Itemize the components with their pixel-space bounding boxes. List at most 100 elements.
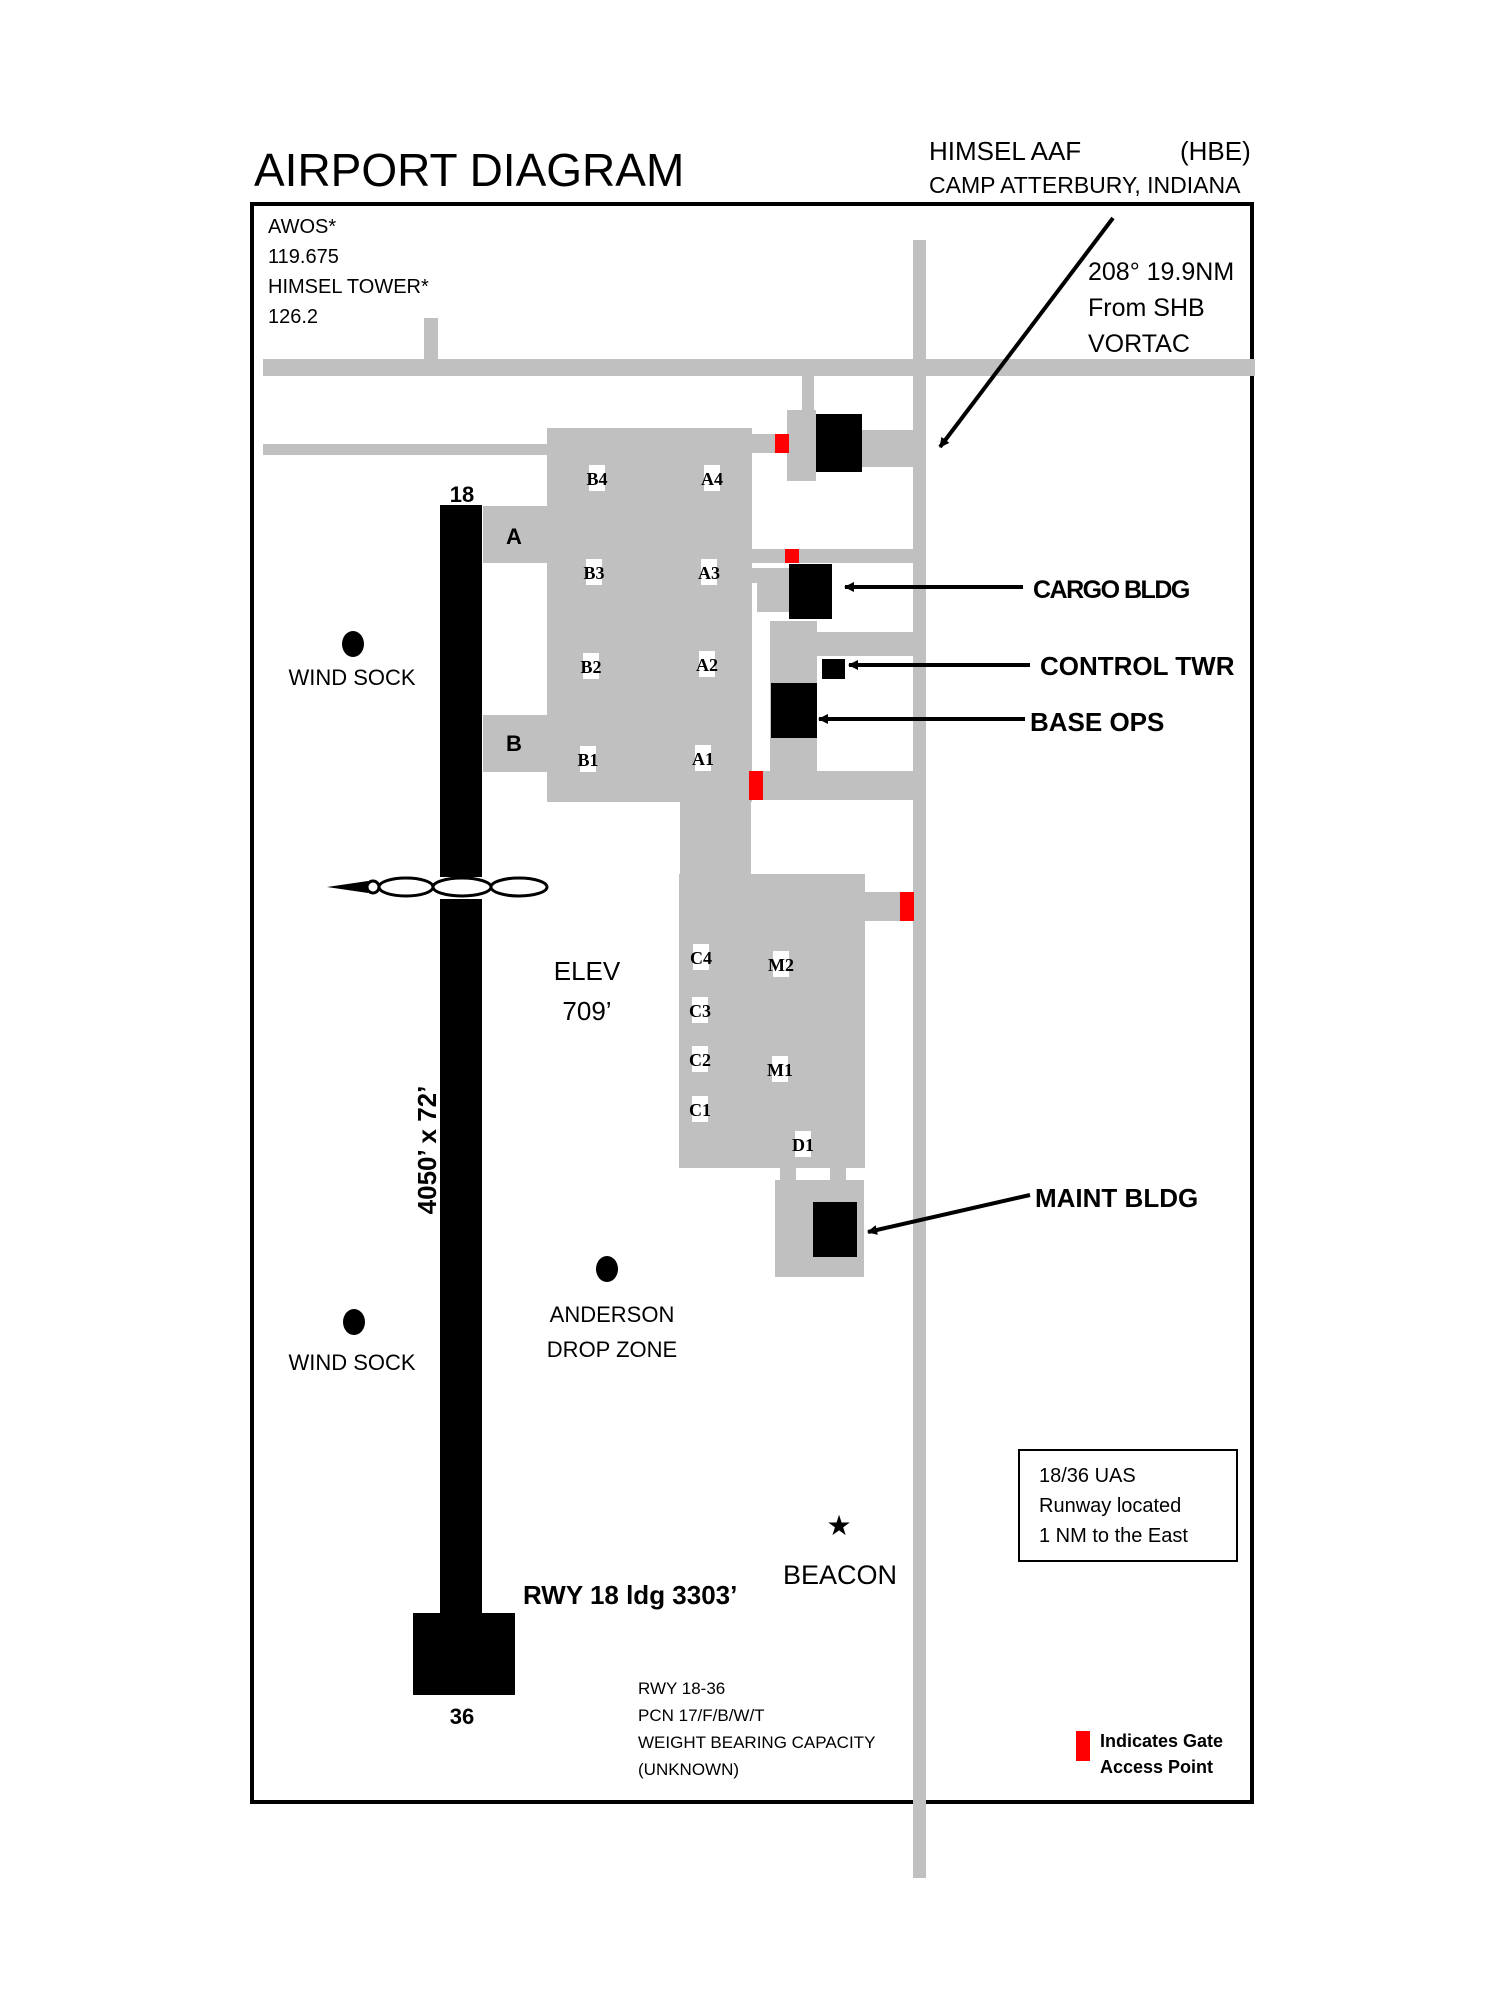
elevation-value: 709’	[562, 996, 611, 1026]
windsock-icon	[342, 631, 364, 657]
beacon-label: BEACON	[783, 1560, 897, 1590]
tower-label: HIMSEL TOWER*	[268, 276, 429, 298]
taxiway-a-label: A	[506, 524, 522, 549]
runway-18-label: 18	[450, 482, 474, 507]
pavement	[263, 240, 1255, 1878]
maint-connector-1	[780, 1168, 796, 1180]
uas-note-line: 1 NM to the East	[1039, 1525, 1188, 1547]
parking-spot-label: C4	[690, 948, 712, 968]
parking-spot-marker	[699, 651, 715, 677]
parking-spot-marker	[695, 745, 711, 771]
parking-spot-label: M2	[768, 955, 794, 975]
cargo-pad	[757, 568, 789, 612]
parking-spot-marker	[701, 559, 717, 585]
east-road	[913, 240, 926, 1878]
runway-south-segment	[440, 899, 482, 1615]
gate-access-point	[785, 549, 799, 563]
maint-arrow	[867, 1193, 1031, 1235]
parking-spot-label: C3	[689, 1001, 711, 1021]
parking-spot-label: B4	[586, 469, 607, 489]
awos-frequency: 119.675	[268, 246, 339, 268]
runway-dimensions: 4050’ x 72’	[412, 1086, 442, 1215]
vortac-arrow	[938, 216, 1115, 449]
cargo-building	[789, 564, 832, 619]
runway-info-line: PCN 17/F/B/W/T	[638, 1706, 765, 1725]
lower-apron	[679, 874, 865, 1168]
gate-access-point	[900, 892, 914, 921]
parking-spot-label: D1	[792, 1135, 814, 1155]
building1-pad	[787, 410, 816, 481]
parking-spot-marker	[692, 997, 708, 1023]
uas-note-box	[1018, 1449, 1238, 1562]
legend-gate-swatch	[1076, 1731, 1090, 1761]
approach-lighting-icon	[327, 876, 549, 898]
parking-spot-marker	[692, 1046, 708, 1072]
gate-access-point	[775, 434, 789, 453]
windsock-label: WIND SOCK	[288, 1350, 415, 1375]
base-ops-building	[771, 683, 817, 738]
taxiway-a	[483, 506, 547, 563]
cargo-label: CARGO BLDG	[1033, 576, 1189, 604]
parking-spot-label: B2	[580, 657, 601, 677]
runway-info-line: (UNKNOWN)	[638, 1760, 739, 1779]
parking-spot-label: B3	[583, 563, 604, 583]
taxiway-b-label: B	[506, 731, 522, 756]
legend-line-2: Access Point	[1100, 1757, 1213, 1777]
maint-connector-2	[830, 1168, 846, 1180]
cargo-taxi-strip	[752, 549, 913, 563]
parking-spot-label: B1	[577, 750, 598, 770]
vortac-name: VORTAC	[1088, 330, 1190, 358]
maint-label: MAINT BLDG	[1035, 1183, 1198, 1213]
parking-spot-marker	[692, 1096, 708, 1122]
vortac-from: From SHB	[1088, 294, 1205, 322]
runway-info-line: WEIGHT BEARING CAPACITY	[638, 1733, 875, 1752]
page-title: AIRPORT DIAGRAM	[254, 144, 684, 196]
control-tower	[822, 659, 845, 679]
landing-distance: RWY 18 ldg 3303’	[523, 1580, 737, 1610]
legend-line-1: Indicates Gate	[1100, 1731, 1223, 1751]
uas-note-line: 18/36 UAS	[1039, 1465, 1136, 1487]
cargo-stub	[752, 568, 757, 583]
beacon-star-icon: ★	[826, 1510, 851, 1541]
building1-stub	[802, 376, 814, 412]
parking-spot-marker	[589, 465, 605, 491]
base-ops-label: BASE OPS	[1030, 707, 1164, 737]
parking-spot-label: A4	[701, 469, 723, 489]
parking-spot-marker	[586, 559, 602, 585]
runway-info-line: RWY 18-36	[638, 1679, 725, 1698]
uas-note-line: Runway located	[1039, 1495, 1181, 1517]
parking-spot-marker	[773, 951, 789, 977]
south-taxi-strip	[752, 771, 913, 800]
base-ops-connector	[817, 632, 913, 656]
parking-spot-label: A1	[692, 749, 714, 769]
awos-label: AWOS*	[268, 216, 336, 238]
drop-zone-icon	[596, 1256, 618, 1282]
drop-zone-label-2: DROP ZONE	[547, 1337, 677, 1362]
west-road	[263, 444, 547, 455]
maint-building	[813, 1202, 857, 1257]
parking-spot-marker	[795, 1131, 811, 1157]
parking-spot-marker	[580, 746, 596, 772]
vortac-bearing: 208° 19.9NM	[1088, 258, 1234, 286]
airport-id: (HBE)	[1180, 136, 1251, 166]
airport-name: HIMSEL AAF	[929, 136, 1081, 166]
parking-spot-label: A3	[698, 563, 720, 583]
elevation-label: ELEV	[554, 956, 621, 986]
parking-spot-marker	[693, 944, 709, 970]
parking-spots	[580, 465, 811, 1157]
parking-spot-marker	[704, 465, 720, 491]
runway-36-label: 36	[450, 1704, 474, 1729]
parking-spot-label: M1	[767, 1060, 793, 1080]
windsock-icon	[343, 1309, 365, 1335]
airport-location: CAMP ATTERBURY, INDIANA	[929, 172, 1241, 198]
building-north	[816, 414, 862, 472]
parking-spot-marker	[772, 1056, 788, 1082]
taxiway-b	[483, 715, 547, 772]
parking-spot-label: C1	[689, 1100, 711, 1120]
drop-zone-label-1: ANDERSON	[550, 1302, 675, 1327]
parking-spot-label: A2	[696, 655, 718, 675]
tower-frequency: 126.2	[268, 306, 318, 328]
parking-spot-label: C2	[689, 1050, 711, 1070]
